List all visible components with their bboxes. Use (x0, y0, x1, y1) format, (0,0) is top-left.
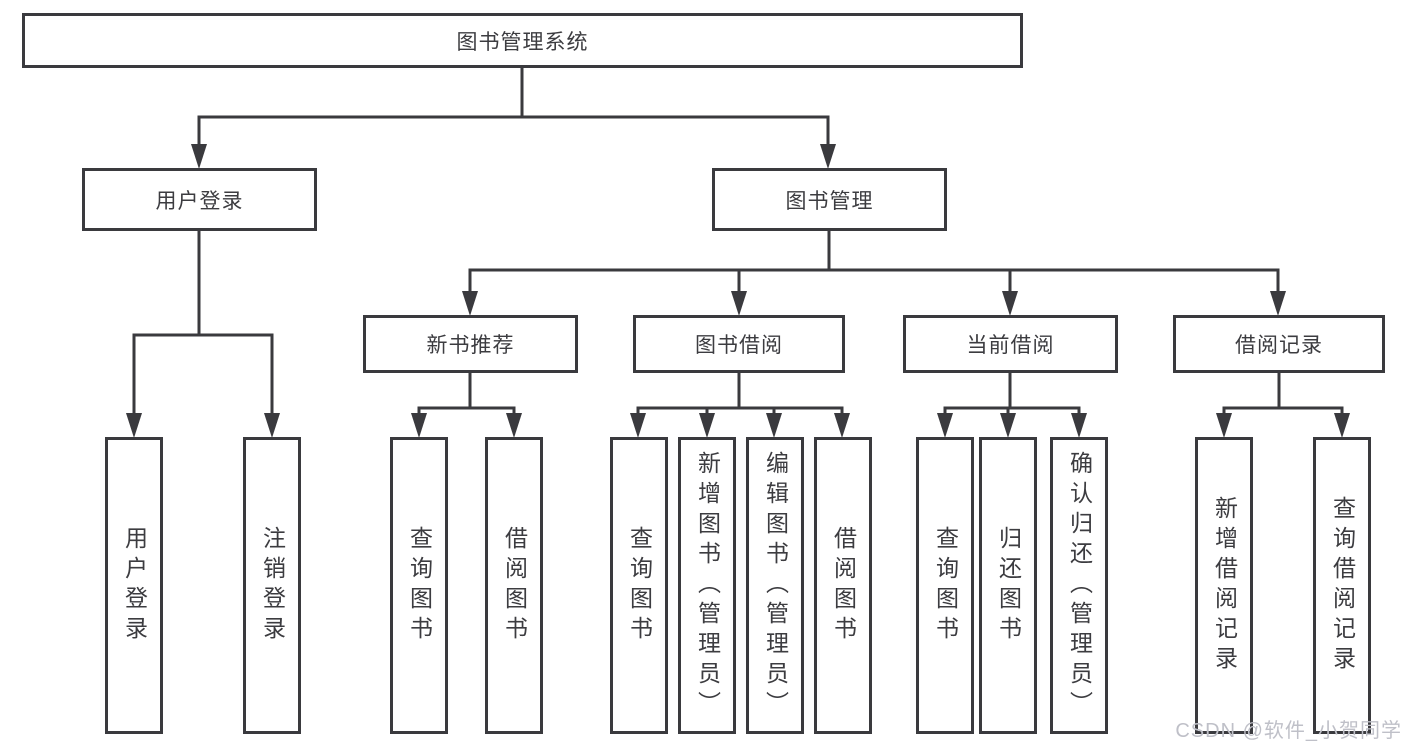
connector-user-login-children (126, 231, 280, 438)
node-new-book-recommendation-label: 新书推荐 (426, 334, 515, 357)
arrow-down-icon (731, 291, 747, 316)
arrow-down-icon (264, 413, 280, 438)
leaf-confirm-return-admin: 确认归还（管理员） (1050, 437, 1108, 734)
leaf-recommend-borrow-books-label: 借阅图书 (501, 525, 528, 646)
arrow-down-icon (937, 413, 953, 438)
node-book-management: 图书管理 (712, 168, 947, 231)
arrow-down-icon (1002, 291, 1018, 316)
connector-borrowing-records-children (1216, 373, 1350, 438)
leaf-recommend-borrow-books: 借阅图书 (485, 437, 543, 734)
leaf-return-books: 归还图书 (979, 437, 1037, 734)
node-book-management-label: 图书管理 (785, 189, 874, 213)
connector-current-borrowing-children (937, 373, 1087, 438)
arrow-down-icon (1334, 413, 1350, 438)
leaf-borrowing-borrow-books: 借阅图书 (814, 437, 872, 734)
leaf-borrowing-borrow-books-label: 借阅图书 (830, 525, 857, 646)
node-borrowing-records-label: 借阅记录 (1235, 334, 1323, 357)
arrow-down-icon (630, 413, 646, 438)
leaf-borrowing-search-books-label: 查询图书 (626, 525, 653, 646)
arrow-down-icon (834, 413, 850, 438)
arrow-down-icon (411, 413, 427, 438)
arrow-down-icon (699, 413, 715, 438)
arrow-down-icon (820, 144, 836, 169)
node-root-label: 图书管理系统 (456, 30, 589, 54)
node-root: 图书管理系统 (22, 13, 1023, 68)
connector-book-management-children (462, 231, 1286, 316)
leaf-user-login: 用户登录 (105, 437, 163, 734)
leaf-search-borrow-record-label: 查询借阅记录 (1329, 495, 1356, 676)
leaf-add-borrow-record: 新增借阅记录 (1195, 437, 1253, 734)
arrow-down-icon (462, 291, 478, 316)
node-user-login-label: 用户登录 (155, 189, 244, 213)
node-current-borrowing-label: 当前借阅 (966, 334, 1055, 357)
leaf-recommend-search-books-label: 查询图书 (406, 525, 433, 646)
arrow-down-icon (1071, 413, 1087, 438)
leaf-borrowing-search-books: 查询图书 (610, 437, 668, 734)
arrow-down-icon (126, 413, 142, 438)
leaf-add-borrow-record-label: 新增借阅记录 (1211, 495, 1238, 676)
leaf-user-login-label: 用户登录 (121, 525, 148, 646)
leaf-edit-books-admin-label: 编辑图书（管理员） (762, 450, 789, 721)
node-book-borrowing: 图书借阅 (633, 315, 845, 373)
node-user-login: 用户登录 (82, 168, 317, 231)
csdn-watermark: CSDN @软件_小贺同学 (1175, 720, 1402, 742)
connector-book-borrowing-children (630, 373, 850, 438)
arrow-down-icon (191, 144, 207, 169)
node-current-borrowing: 当前借阅 (903, 315, 1118, 373)
arrow-down-icon (1216, 413, 1232, 438)
connector-new-book-recommendation-children (411, 373, 522, 438)
leaf-current-search-books-label: 查询图书 (932, 525, 959, 646)
leaf-logout-label: 注销登录 (259, 525, 286, 646)
node-book-borrowing-label: 图书借阅 (695, 334, 783, 357)
leaf-edit-books-admin: 编辑图书（管理员） (746, 437, 804, 734)
leaf-return-books-label: 归还图书 (995, 525, 1022, 646)
leaf-add-books-admin-label: 新增图书（管理员） (694, 450, 721, 721)
connector-root-to-level2 (191, 68, 836, 169)
arrow-down-icon (1270, 291, 1286, 316)
leaf-confirm-return-admin-label: 确认归还（管理员） (1066, 450, 1093, 721)
node-borrowing-records: 借阅记录 (1173, 315, 1385, 373)
leaf-search-borrow-record: 查询借阅记录 (1313, 437, 1371, 734)
leaf-recommend-search-books: 查询图书 (390, 437, 448, 734)
arrow-down-icon (766, 413, 782, 438)
leaf-logout: 注销登录 (243, 437, 301, 734)
leaf-add-books-admin: 新增图书（管理员） (678, 437, 736, 734)
arrow-down-icon (506, 413, 522, 438)
node-new-book-recommendation: 新书推荐 (363, 315, 578, 373)
arrow-down-icon (1000, 413, 1016, 438)
leaf-current-search-books: 查询图书 (916, 437, 974, 734)
